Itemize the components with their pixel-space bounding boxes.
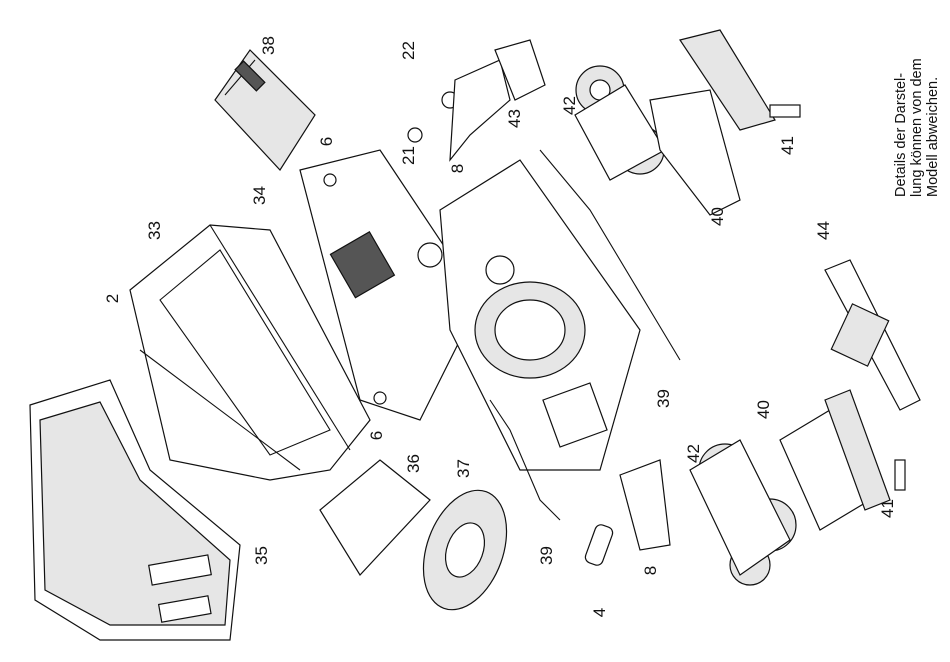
callout-33: 33 xyxy=(146,221,163,240)
callout-40-bottom: 40 xyxy=(755,400,772,419)
callout-6-bottom: 6 xyxy=(368,431,385,440)
callout-40-top: 40 xyxy=(709,207,726,226)
callout-44: 44 xyxy=(815,221,832,240)
callout-21: 21 xyxy=(400,146,417,165)
callout-36: 36 xyxy=(405,454,422,473)
callout-41-bottom: 41 xyxy=(879,499,896,518)
callout-34: 34 xyxy=(251,186,268,205)
callout-35: 35 xyxy=(253,546,270,565)
part-40-frame-top xyxy=(650,30,800,215)
callout-38: 38 xyxy=(260,36,277,55)
note-line-2: lung können von dem xyxy=(909,0,925,197)
part-44 xyxy=(825,260,920,410)
callout-22: 22 xyxy=(400,41,417,60)
callout-43: 43 xyxy=(506,109,523,128)
main-frame xyxy=(440,160,640,470)
part-36-37 xyxy=(320,460,522,621)
callout-37: 37 xyxy=(455,459,472,478)
callout-42-bottom: 42 xyxy=(685,444,702,463)
callout-42-top: 42 xyxy=(561,96,578,115)
callout-39-right: 39 xyxy=(655,389,672,408)
callout-39-left: 39 xyxy=(538,546,555,565)
callout-8-bottom: 8 xyxy=(642,566,659,575)
callout-41-top: 41 xyxy=(779,136,796,155)
part-42-bogie-top xyxy=(575,66,665,180)
small-parts-top xyxy=(408,40,545,160)
part-38-circuit-board xyxy=(215,50,315,170)
note-line-3: Modell abweichen. xyxy=(925,0,941,197)
callout-8-top: 8 xyxy=(449,164,466,173)
disclaimer-note: Details der Darstel- lung können von dem… xyxy=(893,0,941,197)
callout-2: 2 xyxy=(104,294,121,303)
parts-8-4-lower xyxy=(584,460,670,567)
lower-bogie xyxy=(690,390,905,585)
callout-4: 4 xyxy=(591,608,608,617)
note-line-1: Details der Darstel- xyxy=(893,0,909,197)
callout-6-top: 6 xyxy=(318,137,335,146)
